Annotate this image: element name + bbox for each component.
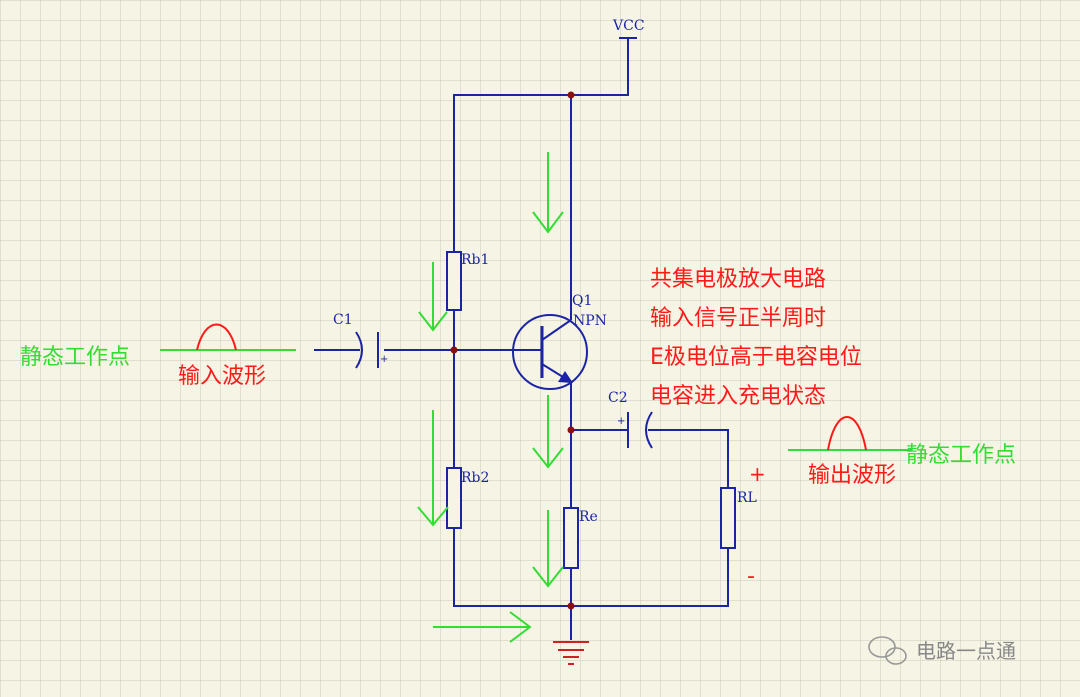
description-line-3: E极电位高于电容电位: [650, 345, 862, 370]
npn-label: NPN: [573, 313, 607, 329]
down-arrow-icon: [418, 262, 448, 332]
resistor-rb1: [446, 251, 462, 311]
transistor-q1: [512, 305, 588, 390]
output-waveform: [788, 416, 912, 451]
description-line-4: 电容进入充电状态: [650, 384, 826, 409]
description-line-2: 输入信号正半周时: [650, 306, 826, 331]
junction-nodes: [450, 91, 575, 610]
c2-label: C2: [608, 390, 628, 406]
description-line-1: 共集电极放大电路: [650, 267, 826, 292]
rb1-label: Rb1: [461, 252, 489, 268]
c2-plus-label: +: [617, 416, 625, 427]
vcc-label: VCC: [612, 18, 645, 34]
right-arrow-icon: [433, 611, 532, 643]
right-bias-label: 静态工作点: [906, 443, 1016, 468]
ground-symbol: [553, 641, 589, 665]
rl-label: RL: [737, 490, 757, 506]
load-plus-label: +: [749, 462, 766, 486]
down-arrow-icon: [417, 410, 449, 527]
capacitor-c2: [627, 411, 653, 449]
down-arrow-icon: [532, 510, 564, 588]
resistor-rl: [720, 487, 736, 549]
q1-label: Q1: [572, 293, 592, 309]
down-arrow-icon: [532, 152, 564, 234]
circuit-wires: [314, 38, 729, 640]
left-bias-label: 静态工作点: [20, 345, 130, 370]
capacitor-c1: [355, 331, 379, 369]
left-wave-label: 输入波形: [178, 364, 266, 389]
resistor-rb2: [446, 467, 462, 529]
rb2-label: Rb2: [461, 470, 489, 486]
input-waveform: [160, 323, 296, 351]
current-arrows: [417, 152, 564, 643]
down-arrow-icon: [532, 395, 564, 469]
resistor-re: [563, 507, 579, 569]
right-wave-label: 输出波形: [808, 463, 896, 488]
wechat-logo-icon: [868, 636, 907, 665]
watermark-text: 电路一点通: [916, 639, 1016, 663]
c1-label: C1: [333, 312, 353, 328]
load-minus-label: -: [747, 564, 755, 589]
c1-plus-label: +: [380, 354, 388, 365]
re-label: Re: [579, 509, 598, 525]
emitter-arrow-icon: [558, 371, 573, 383]
